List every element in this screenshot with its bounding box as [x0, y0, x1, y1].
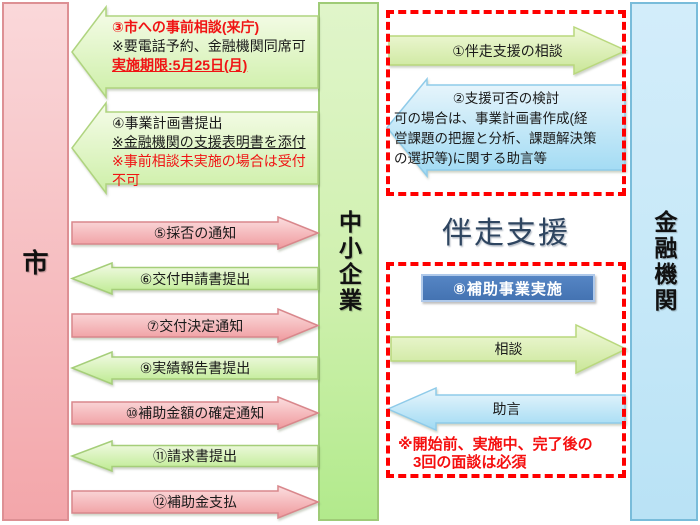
- consult-label: 相談: [494, 341, 523, 357]
- arrow-business-plan-text: ④事業計画書提出 ※金融機関の支援表明書を添付 ※事前相談未実施の場合は受付 不…: [112, 114, 312, 190]
- arrow11-label: ⑪請求書提出: [153, 448, 237, 464]
- mandatory-interviews-note: ※開始前、実施中、完了後の 3回の面談は必須: [398, 436, 593, 471]
- right-arrow-shape: [71, 484, 321, 520]
- arrow3-line3: 実施期限:5月25日(月): [112, 57, 248, 73]
- arrow-support-review: ②支援可否の検討 可の場合は、事業計画書作成(経 営課題の把握と分析、課題解決策…: [386, 76, 626, 179]
- city-column: 市: [2, 2, 69, 521]
- arrow4-line1: ④事業計画書提出: [112, 115, 223, 131]
- right-arrow-shape: [388, 25, 628, 76]
- left-arrow-shape: [71, 4, 319, 100]
- arrow12-label: ⑫補助金支払: [153, 494, 237, 510]
- box8-label: ⑧補助事業実施: [453, 280, 563, 298]
- bank-column: 金融機関: [630, 2, 698, 521]
- arrow2-title: ②支援可否の検討: [452, 91, 560, 106]
- arrow3-line1: ③市への事前相談(来庁): [112, 19, 260, 35]
- arrow-consult: 相談: [390, 323, 628, 375]
- arrow-subsidy-amount-notice: ⑩補助金額の確定通知: [71, 395, 321, 431]
- right-arrow-shape: [390, 323, 628, 375]
- left-arrow-shape: [386, 386, 626, 432]
- left-arrow-shape: [69, 261, 319, 296]
- arrow5-label: ⑤採否の通知: [153, 225, 237, 241]
- arrow2-text: ②支援可否の検討 可の場合は、事業計画書作成(経 営課題の把握と分析、課題解決策…: [387, 79, 625, 176]
- right-arrow-shape: [71, 395, 321, 431]
- arrow-subsidy-payment: ⑫補助金支払: [71, 484, 321, 520]
- arrow-support-consultation: ①伴走支援の相談: [388, 25, 628, 76]
- advice-label: 助言: [492, 401, 521, 417]
- arrow-invoice-submission: ⑪請求書提出: [69, 439, 319, 473]
- arrow-advice: 助言: [386, 386, 626, 432]
- arrow9-label: ⑨実績報告書提出: [139, 360, 251, 376]
- arrow-prior-consultation-text: ③市への事前相談(来庁) ※要電話予約、金融機関同席可 実施期限:5月25日(月…: [112, 18, 312, 75]
- arrow6-label: ⑥交付申請書提出: [139, 270, 251, 287]
- right-arrow-shape: [71, 307, 320, 344]
- bank-label: 金融機関: [651, 209, 677, 314]
- arrow-adoption-notice: ⑤採否の通知: [71, 215, 321, 251]
- arrow-business-plan-submission: ④事業計画書提出 ※金融機関の支援表明書を添付 ※事前相談未実施の場合は受付 不…: [71, 100, 319, 196]
- left-arrow-shape: [69, 350, 319, 386]
- arrow4-line3: ※事前相談未実施の場合は受付 不可: [112, 153, 306, 188]
- city-label: 市: [22, 248, 49, 278]
- arrow4-line2: ※金融機関の支援表明書を添付: [112, 134, 306, 150]
- right-arrow-shape: [71, 215, 321, 251]
- left-arrow-shape: [69, 439, 319, 473]
- arrow10-label: ⑩補助金額の確定通知: [125, 405, 265, 421]
- left-arrow-shape: [71, 100, 319, 196]
- sme-label: 中小企業: [335, 209, 362, 314]
- arrow3-line2: ※要電話予約、金融機関同席可: [112, 38, 306, 54]
- arrow7-label: ⑦交付決定通知: [146, 317, 244, 334]
- accompaniment-support-title: 伴走支援: [442, 217, 570, 250]
- left-arrow-shape: [386, 76, 626, 179]
- arrow1-label: ①伴走支援の相談: [452, 42, 563, 59]
- arrow-grant-application: ⑥交付申請書提出: [69, 261, 319, 296]
- arrow2-body: 可の場合は、事業計画書作成(経 営課題の把握と分析、課題解決策 の選択等)に関す…: [394, 111, 597, 166]
- arrow-grant-decision-notice: ⑦交付決定通知: [71, 307, 320, 344]
- arrow-performance-report: ⑨実績報告書提出: [69, 350, 319, 386]
- sme-column: 中小企業: [318, 2, 379, 521]
- subsidized-project-box: ⑧補助事業実施: [421, 274, 595, 302]
- arrow-prior-consultation: ③市への事前相談(来庁) ※要電話予約、金融機関同席可 実施期限:5月25日(月…: [71, 4, 319, 100]
